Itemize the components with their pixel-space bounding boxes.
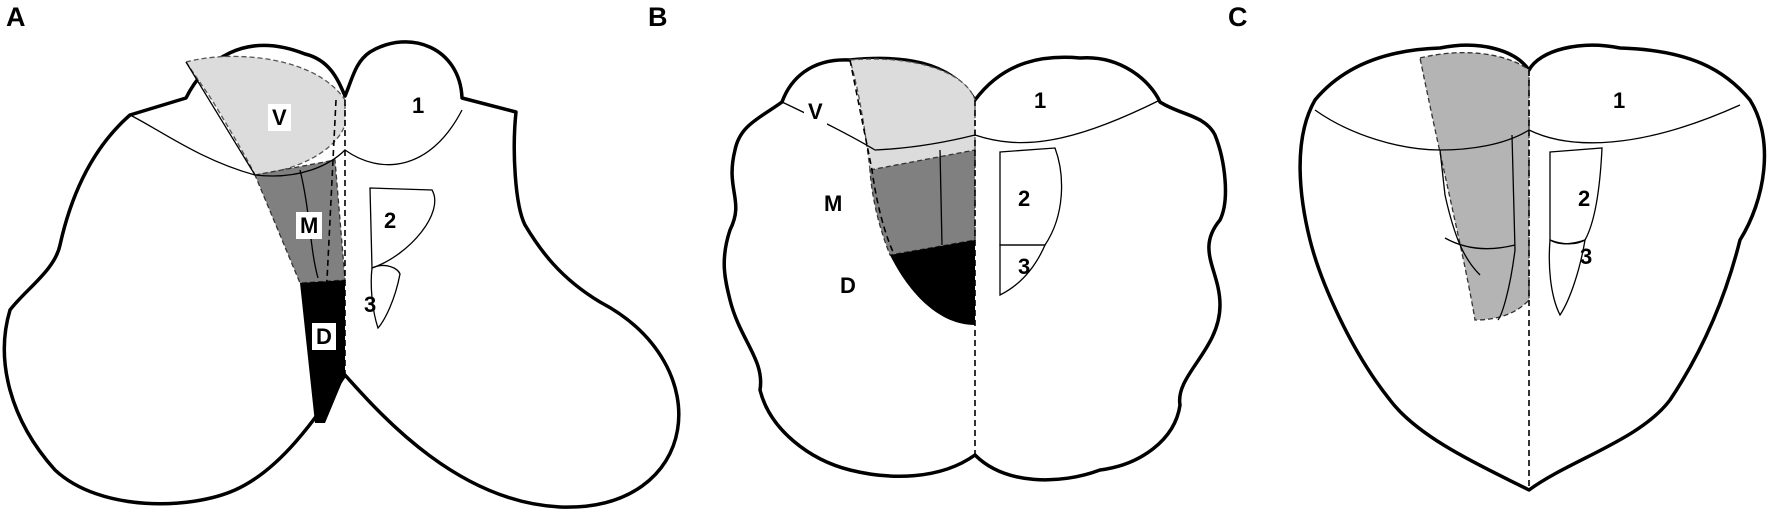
panel-letter: A (6, 2, 26, 32)
nucleus-2-label: 2 (1018, 186, 1031, 211)
nucleus-3 (370, 264, 401, 330)
panel-a-drawing (2, 40, 681, 509)
midline-dashed-2 (319, 99, 337, 421)
nucleus-3 (999, 244, 1046, 297)
medial-inner-line (939, 149, 943, 246)
panel-a: A V M D 1 2 3 (0, 0, 700, 520)
medial-label: M (296, 212, 323, 239)
dorsal-zone (300, 280, 345, 423)
nucleus-3-label: 3 (1580, 244, 1593, 269)
nucleus-1-label: 1 (1613, 88, 1626, 113)
panel-b: B V M D 1 2 3 (648, 0, 1240, 520)
ventral-boundary (1314, 104, 1741, 151)
inner-zone-cross (1444, 237, 1516, 250)
nucleus-2-label: 2 (1578, 186, 1591, 211)
dorsal-label: D (312, 323, 336, 350)
panel-c-drawing (1298, 43, 1767, 492)
medial-zone (1419, 51, 1530, 321)
nucleus-1-label: 1 (1034, 88, 1047, 113)
ventral-boundary (781, 99, 1161, 151)
panel-b-drawing (722, 55, 1228, 482)
inner-zone-line (1439, 149, 1481, 276)
oblique-line (185, 61, 256, 176)
ventral-zone (184, 55, 346, 176)
nucleus-3 (1548, 238, 1586, 317)
dorsal-zone (890, 240, 975, 325)
dorsal-label: D (836, 272, 860, 299)
panel-c: C 1 2 3 (1228, 0, 1772, 520)
ventral-label: V (268, 104, 291, 131)
nucleus-3-label: 3 (364, 292, 377, 317)
nucleus-3-label: 3 (1018, 254, 1031, 279)
panel-letter: C (1228, 2, 1248, 32)
medial-label: M (820, 190, 847, 217)
nucleus-2-label: 2 (384, 208, 397, 233)
ventral-boundary (129, 109, 463, 177)
brainstem-outline (1298, 43, 1767, 492)
panel-letter: B (648, 2, 668, 32)
ventral-label: V (804, 98, 827, 125)
oblique-line (849, 59, 901, 266)
nucleus-1-label: 1 (412, 93, 425, 118)
inner-zone-line-2 (1497, 134, 1516, 321)
